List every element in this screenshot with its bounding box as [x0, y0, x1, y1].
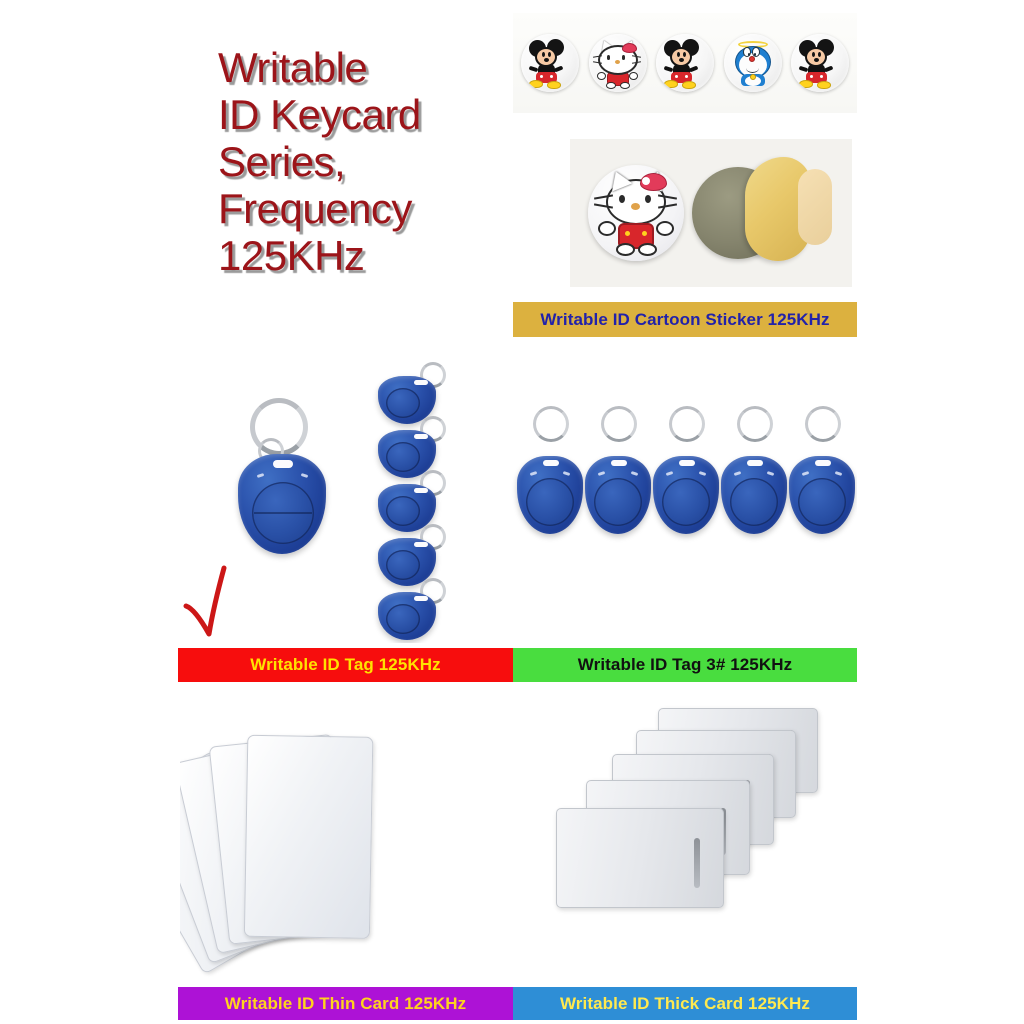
thick-card-photo [530, 700, 850, 985]
title-line-1: Writable [218, 44, 368, 91]
cartoon-sticker-strip-photo [513, 13, 857, 113]
banner-cartoon-sticker: Writable ID Cartoon Sticker 125KHz [513, 302, 857, 337]
title-line-3: Series, [218, 138, 346, 186]
title-line-2: ID Keycard [218, 91, 421, 139]
banner-thick-card-label: Writable ID Thick Card 125KHz [559, 993, 811, 1013]
thin-card-5 [243, 734, 374, 939]
thin-card-photo [180, 700, 480, 985]
banner-thin-card-label: Writable ID Thin Card 125KHz [224, 993, 467, 1013]
key-fob-hole-large [273, 460, 293, 468]
banner-id-tag: Writable ID Tag 125KHz [178, 648, 513, 682]
banner-thin-card: Writable ID Thin Card 125KHz [178, 987, 513, 1020]
cartoon-sticker-detail-photo [570, 139, 852, 287]
title-line-4: Frequency [218, 185, 412, 233]
sticker-mickey-3 [791, 34, 849, 92]
title-line-5: 125KHz [218, 232, 365, 280]
banner-thick-card: Writable ID Thick Card 125KHz [513, 987, 857, 1020]
sticker-hello-kitty [588, 34, 647, 92]
sticker-mickey-2 [656, 34, 714, 92]
page-title: Writable ID Keycard Series, Frequency 12… [218, 44, 498, 279]
banner-id-tag-label: Writable ID Tag 125KHz [250, 655, 441, 674]
sticker-doraemon [723, 34, 782, 92]
banner-cartoon-sticker-label: Writable ID Cartoon Sticker 125KHz [540, 309, 830, 329]
fingertip [798, 169, 832, 245]
sticker-mickey-1 [521, 34, 579, 92]
banner-id-tag-3: Writable ID Tag 3# 125KHz [513, 648, 857, 682]
id-tag-photo [180, 358, 480, 643]
id-tag-3-photo [505, 400, 857, 570]
banner-id-tag-3-label: Writable ID Tag 3# 125KHz [577, 655, 793, 674]
hello-kitty-sticker-disc [588, 165, 684, 261]
red-check-mark-annotation [183, 565, 227, 637]
